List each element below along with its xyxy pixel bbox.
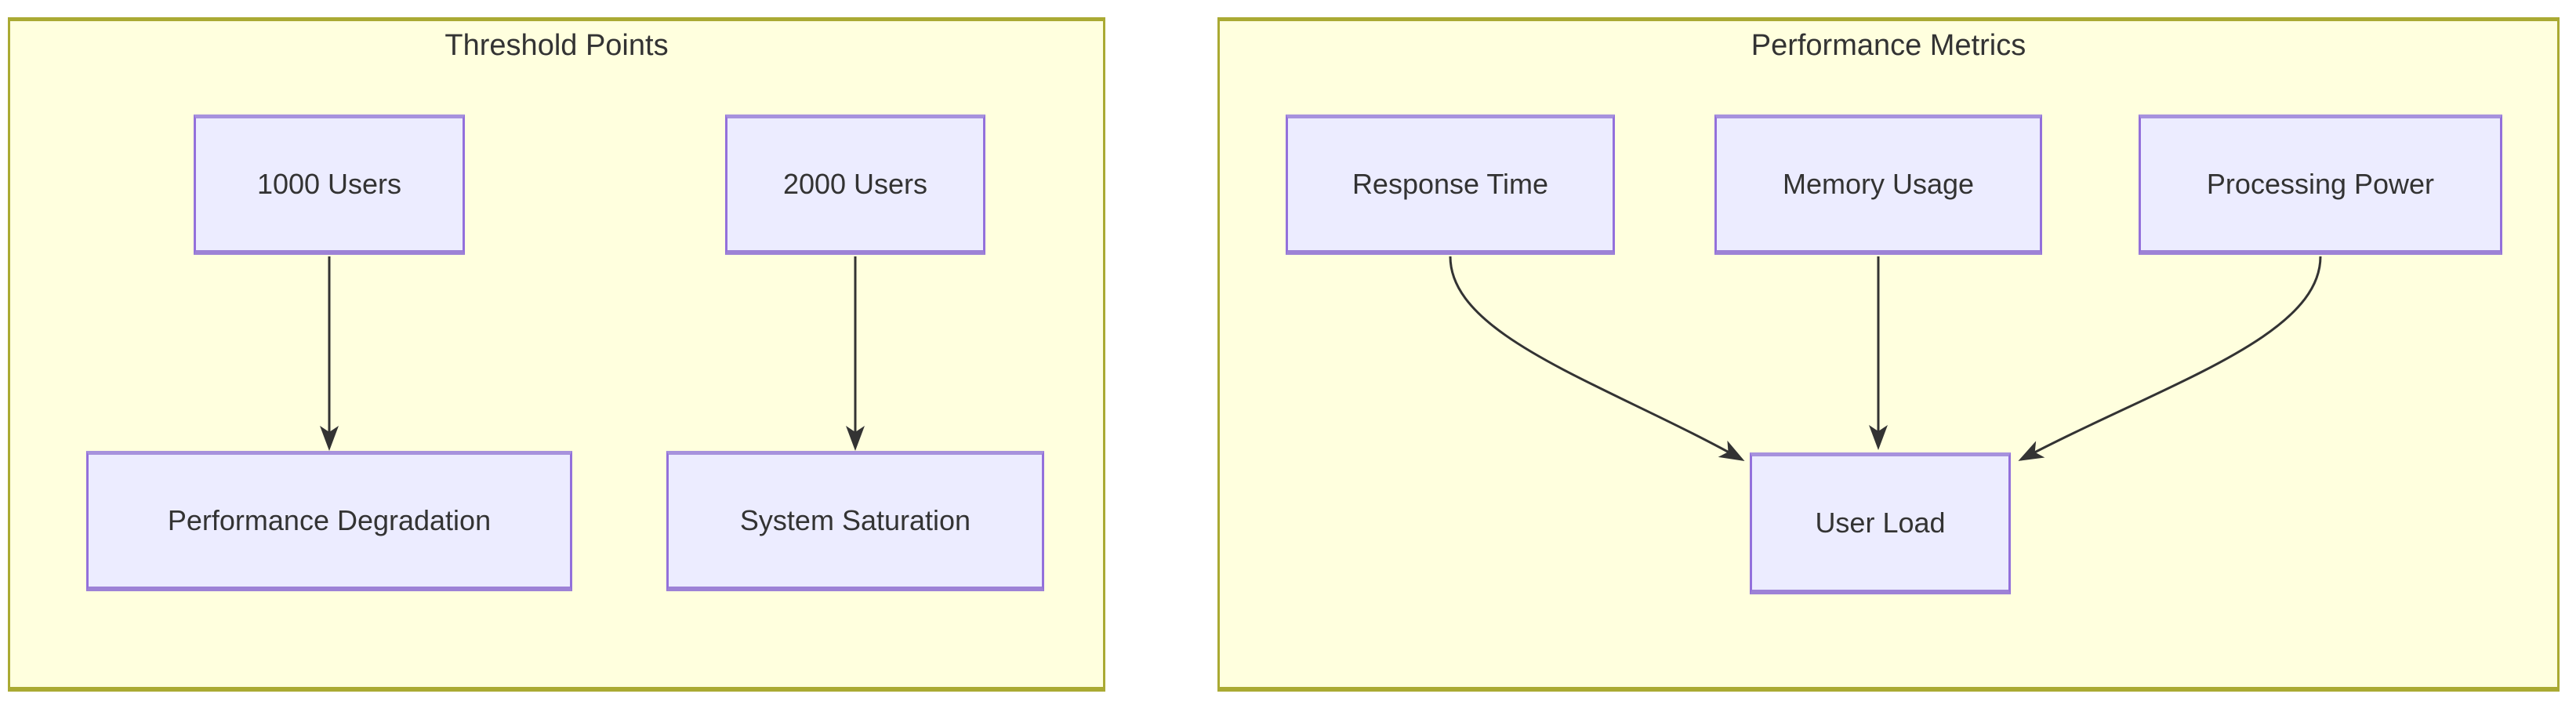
node-2000-users: 2000 Users	[725, 114, 985, 255]
node-label-response-time: Response Time	[1351, 168, 1549, 201]
node-label-memory-usage: Memory Usage	[1782, 168, 1975, 201]
node-system-saturation: System Saturation	[666, 451, 1044, 591]
node-performance-degradation: Performance Degradation	[86, 451, 572, 591]
node-memory-usage: Memory Usage	[1714, 114, 2042, 255]
node-response-time: Response Time	[1286, 114, 1615, 255]
node-label-1000-users: 1000 Users	[256, 168, 402, 201]
panel-title-performance-metrics: Performance Metrics	[1751, 29, 2026, 62]
node-label-2000-users: 2000 Users	[782, 168, 928, 201]
panel-title-threshold-points: Threshold Points	[444, 29, 669, 62]
node-user-load: User Load	[1750, 452, 2011, 594]
node-processing-power: Processing Power	[2139, 114, 2502, 255]
node-label-performance-degradation: Performance Degradation	[167, 504, 492, 537]
node-label-user-load: User Load	[1815, 507, 1946, 539]
node-label-system-saturation: System Saturation	[739, 504, 971, 537]
node-label-processing-power: Processing Power	[2206, 168, 2435, 201]
node-1000-users: 1000 Users	[194, 114, 465, 255]
